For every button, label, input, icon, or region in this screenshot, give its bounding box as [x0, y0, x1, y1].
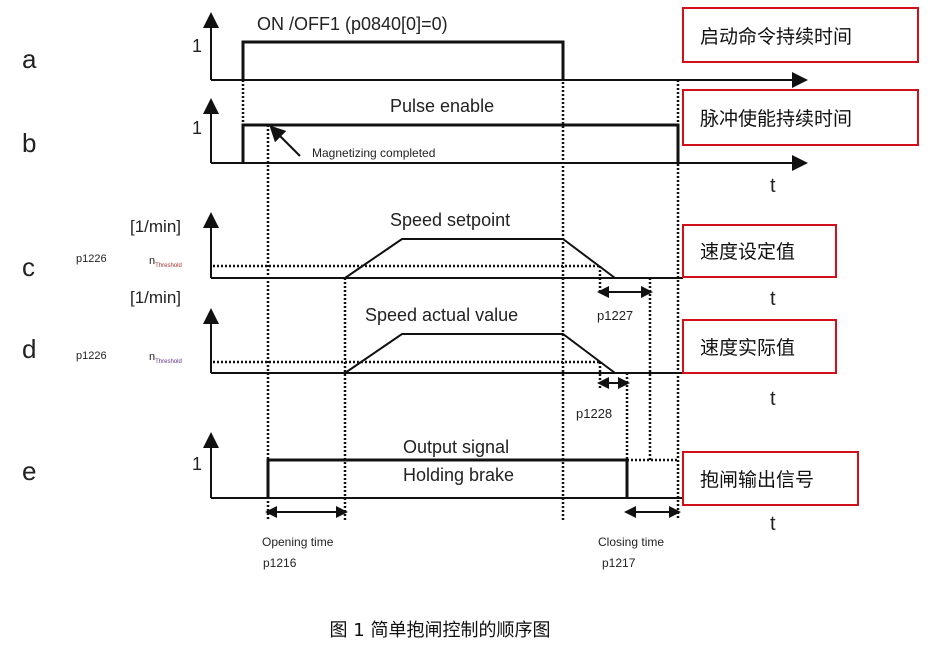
level-label-b: 1 [192, 118, 202, 138]
row-letter-e: e [22, 456, 36, 486]
time-axis-label-e: t [770, 513, 776, 535]
note-d: 速度实际值 [700, 337, 795, 359]
magnetizing-completed-label: Magnetizing completed [312, 146, 435, 160]
signal-pulse-enable [241, 123, 680, 163]
signal-speed-setpoint [344, 238, 616, 279]
time-axis-label-b: t [770, 175, 776, 197]
title-speed-actual: Speed actual value [365, 305, 518, 325]
time-axis-label-d: t [770, 388, 776, 410]
row-letter-c: c [22, 252, 35, 282]
title-output-signal: Output signal [403, 437, 509, 457]
level-label-a: 1 [192, 36, 202, 56]
p1228-label: p1228 [576, 406, 612, 421]
closing-time-param: p1217 [602, 556, 636, 570]
title-pulse-enable: Pulse enable [390, 96, 494, 116]
threshold-label-c: nThreshold [149, 255, 182, 269]
time-axis-label-c: t [770, 288, 776, 310]
unit-label-c: [1/min] [130, 217, 181, 236]
title-on-off1: ON /OFF1 (p0840[0]=0) [257, 14, 448, 34]
param-label-c: p1226 [76, 253, 107, 265]
param-label-d: p1226 [76, 350, 107, 362]
opening-time-label: Opening time [262, 535, 334, 549]
magnetizing-pointer-arrow [269, 125, 301, 157]
opening-time-param: p1216 [263, 556, 297, 570]
note-c: 速度设定值 [700, 241, 795, 263]
note-box-e [682, 451, 859, 506]
unit-label-d: [1/min] [130, 288, 181, 307]
note-box-b [682, 89, 919, 146]
closing-time-label: Closing time [598, 535, 664, 549]
figure-caption: 图 1 简单抱闸控制的顺序图 [330, 620, 551, 641]
axes [203, 12, 808, 499]
row-letter-a: a [22, 44, 37, 74]
timing-guides [241, 42, 680, 520]
title-holding-brake: Holding brake [403, 465, 514, 485]
level-label-e: 1 [192, 454, 202, 474]
note-box-c [682, 224, 837, 278]
row-letter-d: d [22, 334, 36, 364]
note-b: 脉冲使能持续时间 [700, 108, 852, 130]
signal-speed-actual [344, 333, 616, 374]
note-box-a [682, 7, 919, 63]
row-letter-b: b [22, 128, 36, 158]
title-speed-setpoint: Speed setpoint [390, 210, 510, 230]
p1227-label: p1227 [597, 308, 633, 323]
note-box-d [682, 319, 837, 374]
note-a: 启动命令持续时间 [700, 26, 852, 48]
threshold-label-d: nThreshold [149, 351, 182, 365]
signal-on-off1 [241, 40, 565, 80]
note-e: 抱闸输出信号 [700, 469, 814, 491]
